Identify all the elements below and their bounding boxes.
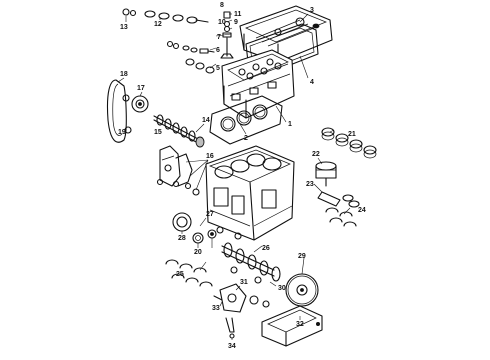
engine-block (205, 145, 295, 241)
main-bearings (165, 259, 213, 287)
callout-25: 25 (176, 271, 184, 278)
callout-17: 17 (137, 85, 145, 92)
callout-7: 7 (217, 34, 221, 41)
callout-8: 8 (220, 2, 224, 9)
callout-1: 1 (288, 121, 292, 128)
leader-lines (117, 13, 351, 340)
cam-sprocket (131, 95, 149, 113)
callout-6: 6 (216, 47, 220, 54)
callout-33: 33 (212, 305, 220, 312)
flywheel (285, 273, 319, 307)
callout-27: 27 (206, 211, 214, 218)
callout-3: 3 (310, 7, 314, 14)
callout-labels: 1 2 3 4 5 6 7 8 9 10 11 12 13 14 15 16 1… (118, 2, 366, 350)
callout-21: 21 (348, 131, 356, 138)
callout-29: 29 (298, 253, 306, 260)
crankshaft (221, 242, 281, 284)
callout-20: 20 (194, 249, 202, 256)
callout-19: 19 (118, 129, 126, 136)
piston-rings (321, 127, 377, 159)
callout-26: 26 (262, 245, 270, 252)
callout-28: 28 (178, 235, 186, 242)
callout-14: 14 (202, 117, 210, 124)
callout-9: 9 (234, 19, 238, 26)
head-gasket (209, 95, 283, 145)
oil-pump-parts (213, 283, 270, 339)
callout-11: 11 (234, 11, 242, 18)
callout-32: 32 (296, 321, 304, 328)
callout-16: 16 (206, 153, 214, 160)
timing-covers (156, 145, 200, 196)
callout-30: 30 (278, 285, 286, 292)
callout-22: 22 (312, 151, 320, 158)
callout-12: 12 (154, 21, 162, 28)
callout-15: 15 (154, 129, 162, 136)
callout-4: 4 (310, 79, 314, 86)
connecting-rods (317, 191, 360, 227)
callout-2: 2 (244, 135, 248, 142)
valve-train-parts (122, 8, 234, 74)
callout-34: 34 (228, 343, 236, 350)
callout-18: 18 (120, 71, 128, 78)
timing-belt (106, 79, 132, 143)
piston (315, 161, 337, 187)
callout-23: 23 (306, 181, 314, 188)
callout-13: 13 (120, 24, 128, 31)
callout-24: 24 (358, 207, 366, 214)
callout-10: 10 (218, 19, 226, 26)
camshaft (153, 114, 205, 148)
callout-5: 5 (216, 65, 220, 72)
cylinder-head (221, 49, 295, 119)
callout-31: 31 (240, 279, 248, 286)
oil-pan (261, 305, 323, 347)
